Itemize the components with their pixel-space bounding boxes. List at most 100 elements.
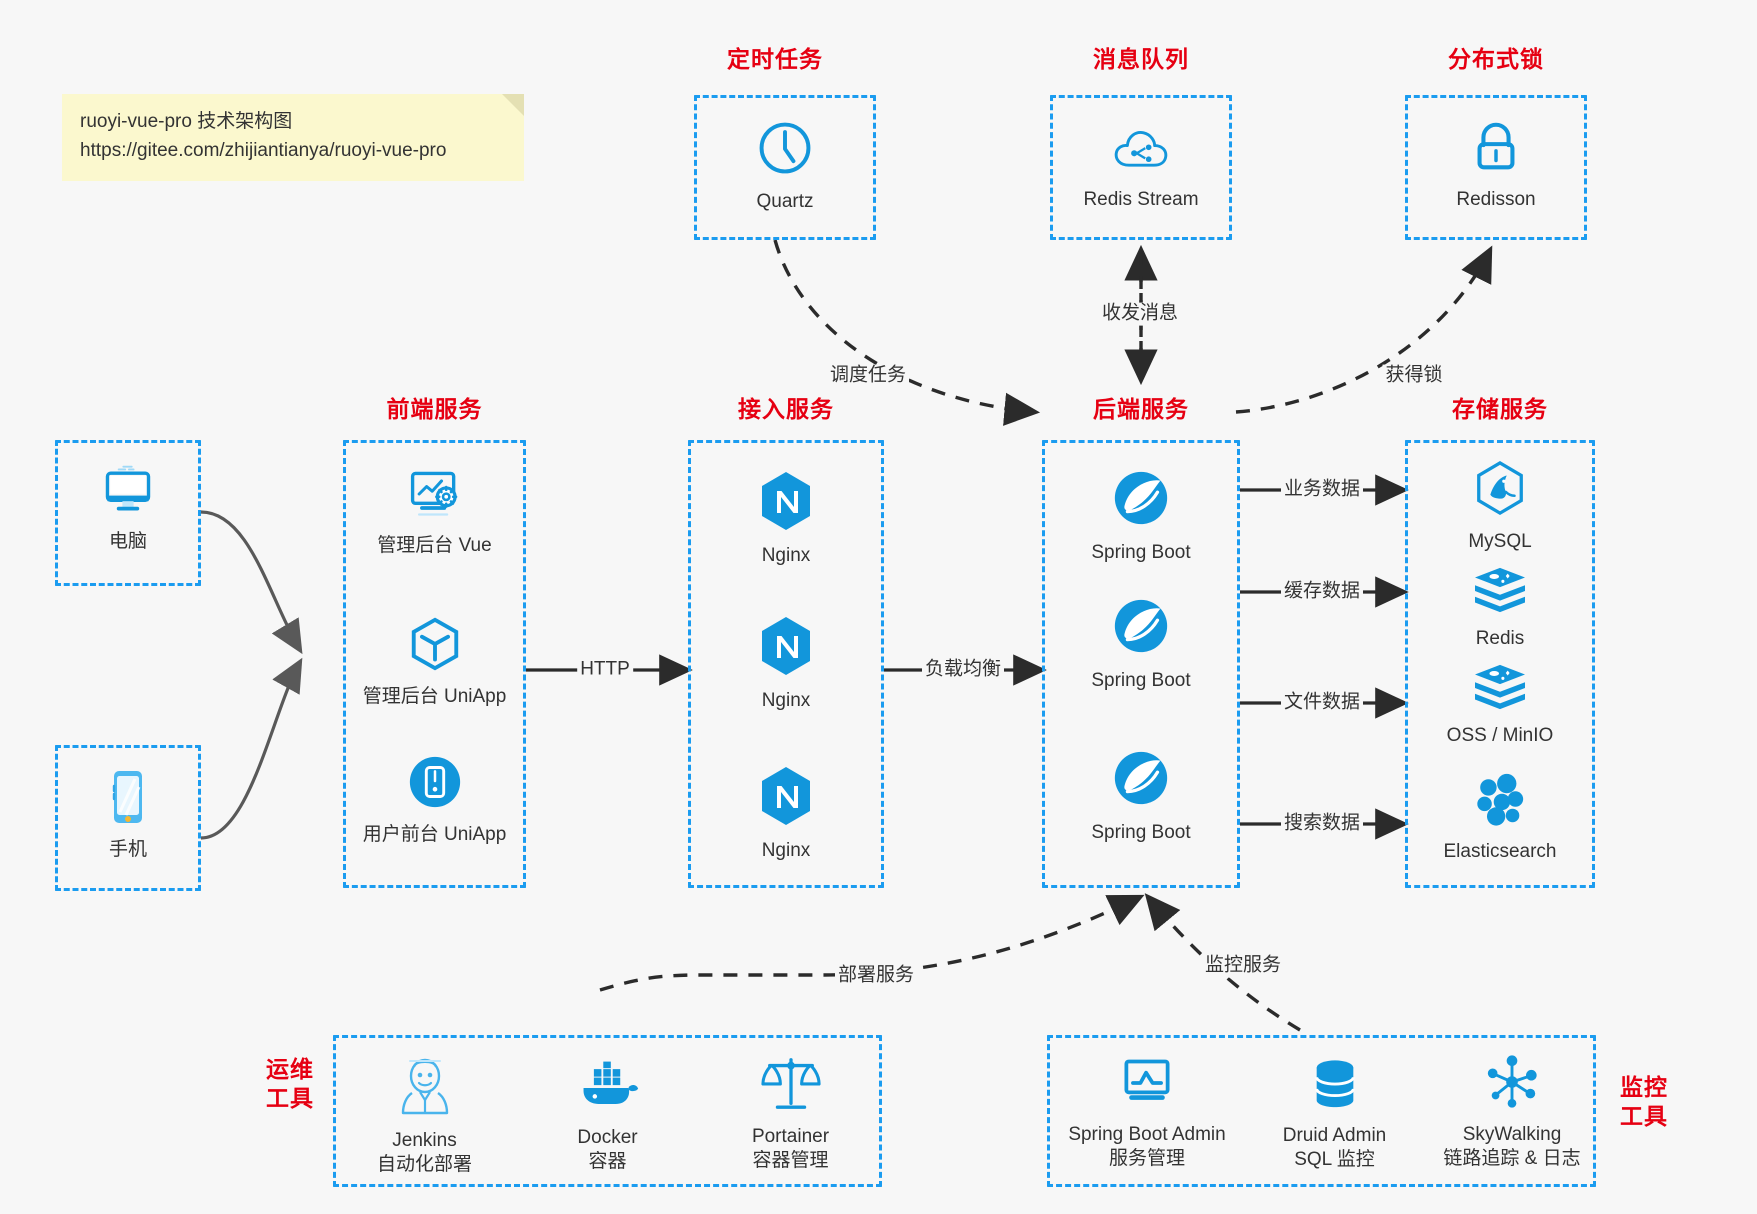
group-title-monitor-line1: 监控	[1620, 1074, 1668, 1100]
group-title-message-queue: 消息队列	[1093, 46, 1189, 72]
group-box-distributed-lock	[1405, 95, 1587, 240]
group-title-devops: 运维 工具	[258, 1055, 322, 1113]
node-nginx-1[interactable]: Nginx	[688, 470, 884, 568]
node-label: 管理后台 Vue	[377, 535, 492, 556]
spring-boot-icon	[1110, 747, 1172, 814]
edge-label-send-receive-message: 收发消息	[1098, 302, 1182, 326]
node-nginx-2[interactable]: Nginx	[688, 615, 884, 713]
group-box-client-computer	[55, 440, 201, 586]
edge-label-acquire-lock: 获得锁	[1382, 364, 1446, 388]
group-title-devops-line1: 运维	[266, 1056, 314, 1082]
database-stack-icon	[1308, 1058, 1362, 1117]
elasticsearch-icon	[1472, 772, 1528, 833]
group-box-gateway	[688, 440, 884, 888]
node-admin-uniapp[interactable]: 管理后台 UniApp	[343, 615, 526, 709]
node-label: 用户前台 UniApp	[362, 824, 507, 845]
node-skywalking[interactable]: SkyWalking 链路追踪 & 日志	[1422, 1053, 1602, 1171]
node-docker[interactable]: Docker 容器	[516, 1060, 699, 1174]
group-box-frontend	[343, 440, 526, 888]
node-label: Redis	[1475, 628, 1525, 649]
uniapp-round-icon	[406, 753, 464, 816]
node-label: 电脑	[108, 531, 147, 552]
edge-backend-to-storage	[1240, 474, 1409, 840]
node-user-uniapp[interactable]: 用户前台 UniApp	[343, 753, 526, 847]
node-label: SkyWalking	[1462, 1124, 1562, 1145]
node-sublabel: SQL 监控	[1294, 1148, 1375, 1170]
group-box-client-phone	[55, 745, 201, 891]
node-sublabel: 自动化部署	[376, 1153, 472, 1175]
node-sublabel: 容器	[588, 1150, 627, 1172]
group-title-storage: 存储服务	[1452, 396, 1548, 422]
monitor-chart-icon	[1117, 1055, 1177, 1116]
node-label: Spring Boot Admin	[1068, 1124, 1226, 1145]
node-admin-vue[interactable]: 管理后台 Vue	[343, 466, 526, 558]
node-redis[interactable]: Redis	[1405, 565, 1595, 651]
group-box-storage	[1405, 440, 1595, 888]
node-redisson[interactable]: Redisson	[1405, 118, 1587, 212]
node-redis-stream[interactable]: Redis Stream	[1050, 122, 1232, 212]
portainer-scales-icon	[760, 1053, 822, 1118]
node-nginx-3[interactable]: Nginx	[688, 765, 884, 863]
edge-label-monitor-service: 监控服务	[1201, 954, 1285, 978]
node-label: Elasticsearch	[1443, 841, 1557, 862]
node-computer[interactable]: 电脑	[55, 462, 201, 554]
node-mysql[interactable]: MySQL	[1405, 460, 1595, 554]
edge-label-load-balance: 负载均衡	[921, 658, 1005, 682]
group-box-scheduled-task	[694, 95, 876, 240]
node-oss-minio[interactable]: OSS / MinIO	[1405, 662, 1595, 748]
edge-label-search-data: 搜索数据	[1280, 812, 1364, 836]
desktop-computer-icon	[98, 462, 158, 523]
group-title-monitor-line2: 工具	[1620, 1102, 1668, 1129]
node-spring-boot-1[interactable]: Spring Boot	[1042, 467, 1240, 565]
node-druid-admin[interactable]: Druid Admin SQL 监控	[1247, 1058, 1422, 1172]
node-label: Spring Boot	[1091, 822, 1191, 843]
node-label: Redis Stream	[1083, 189, 1199, 210]
node-portainer[interactable]: Portainer 容器管理	[699, 1053, 882, 1173]
spring-boot-icon	[1110, 467, 1172, 534]
spring-boot-icon	[1110, 595, 1172, 662]
lock-icon	[1467, 118, 1525, 181]
note-line-2: https://gitee.com/zhijiantianya/ruoyi-vu…	[80, 140, 447, 162]
node-spring-boot-3[interactable]: Spring Boot	[1042, 747, 1240, 845]
node-sublabel: 容器管理	[752, 1149, 829, 1171]
node-sublabel: 服务管理	[1108, 1147, 1185, 1169]
group-title-devops-line2: 工具	[266, 1084, 314, 1111]
node-label: 管理后台 UniApp	[362, 686, 507, 707]
oss-minio-icon	[1471, 662, 1529, 717]
group-box-backend	[1042, 440, 1240, 888]
redis-icon	[1471, 565, 1529, 620]
note-line-1: ruoyi-vue-pro 技术架构图	[80, 111, 293, 132]
mobile-phone-icon	[106, 768, 150, 831]
jenkins-icon	[396, 1055, 454, 1122]
node-quartz[interactable]: Quartz	[694, 118, 876, 214]
edge-backend-to-redisson	[1235, 245, 1493, 414]
skywalking-icon	[1483, 1053, 1541, 1116]
node-label: MySQL	[1468, 531, 1532, 552]
node-sublabel: 链路追踪 & 日志	[1443, 1147, 1581, 1169]
edge-label-deploy-service: 部署服务	[834, 964, 918, 988]
note-fold-corner	[502, 94, 524, 116]
edge-label-http: HTTP	[577, 658, 633, 682]
edge-label-cache-data: 缓存数据	[1280, 580, 1364, 604]
node-label: OSS / MinIO	[1446, 725, 1554, 746]
node-spring-boot-admin[interactable]: Spring Boot Admin 服务管理	[1047, 1055, 1247, 1171]
edge-clients-to-frontend	[200, 510, 303, 840]
node-jenkins[interactable]: Jenkins 自动化部署	[333, 1055, 516, 1177]
edge-label-file-data: 文件数据	[1280, 691, 1364, 715]
node-elasticsearch[interactable]: Elasticsearch	[1405, 772, 1595, 864]
clock-icon	[755, 118, 815, 183]
node-spring-boot-2[interactable]: Spring Boot	[1042, 595, 1240, 693]
node-phone[interactable]: 手机	[55, 768, 201, 862]
edge-label-schedule-task: 调度任务	[826, 364, 910, 388]
group-title-distributed-lock: 分布式锁	[1448, 46, 1544, 72]
node-label: Spring Boot	[1091, 542, 1191, 563]
group-box-devops	[333, 1035, 882, 1187]
group-box-message-queue	[1050, 95, 1232, 240]
cloud-stream-icon	[1112, 122, 1170, 181]
group-title-scheduled-task: 定时任务	[727, 46, 823, 72]
group-title-gateway: 接入服务	[738, 396, 834, 422]
diagram-note: ruoyi-vue-pro 技术架构图 https://gitee.com/zh…	[62, 94, 524, 181]
node-label: Druid Admin	[1282, 1125, 1387, 1146]
mysql-icon	[1472, 460, 1528, 523]
group-title-monitor: 监控 工具	[1612, 1073, 1676, 1131]
